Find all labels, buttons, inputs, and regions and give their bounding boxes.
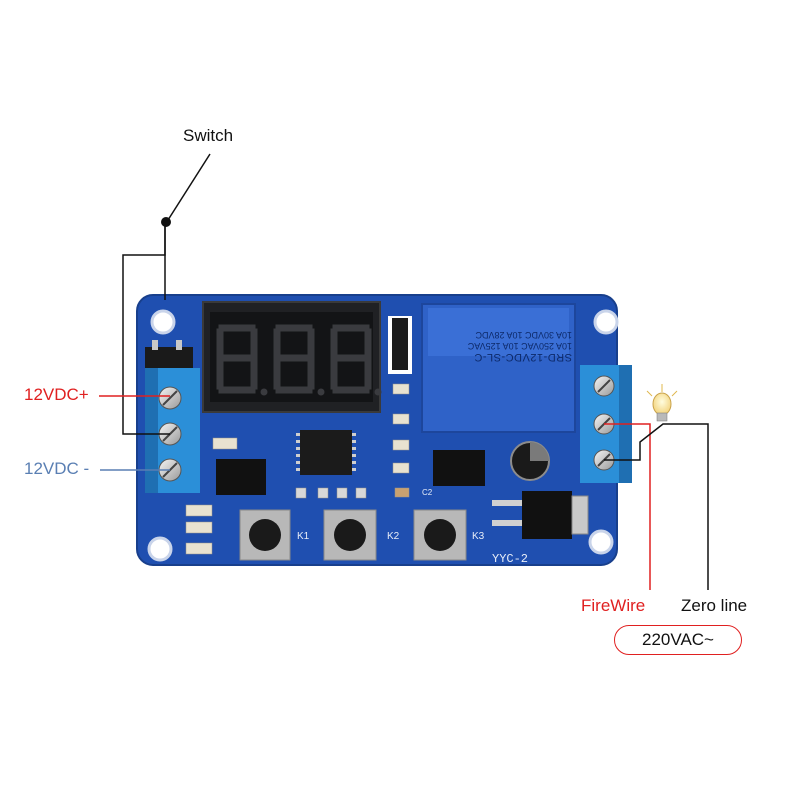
mounting-holes <box>147 309 619 562</box>
seven-segment-display <box>202 301 382 413</box>
relay-rating-2: 10A 30VDC 10A 28VDC <box>475 330 572 340</box>
capacitor <box>510 441 550 481</box>
vplus-label: 12VDC+ <box>24 385 89 404</box>
zero-line-wire <box>604 423 709 590</box>
relay-rating-1: 10A 250VAC 10A 125VAC <box>467 341 572 351</box>
relay-print: SRD-12VDC-SL-C 10A 250VAC 10A 125VAC 10A… <box>432 329 572 363</box>
board-model-label: YYC-2 <box>492 552 529 566</box>
optocouplers <box>216 450 485 495</box>
light-bulb-icon <box>646 384 678 422</box>
switch-label: Switch <box>183 126 234 145</box>
zero-line-label: Zero line <box>681 596 748 615</box>
smd-components <box>185 383 410 555</box>
button-k2-label: K2 <box>387 531 400 542</box>
switch-wiring <box>122 153 211 435</box>
switch-node <box>161 217 171 227</box>
push-buttons <box>239 509 467 561</box>
relay <box>421 303 576 433</box>
input-jumper <box>145 340 193 369</box>
mode-jumper <box>388 316 412 374</box>
voltage-regulator <box>492 491 589 539</box>
ic-chip <box>296 430 356 475</box>
firewire-wire <box>604 423 651 590</box>
firewire-label: FireWire <box>581 596 646 615</box>
button-k3-label: K3 <box>472 531 485 542</box>
button-k1-label: K1 <box>297 531 310 542</box>
left-terminal-block <box>145 368 200 493</box>
relay-model: SRD-12VDC-SL-C <box>473 351 572 363</box>
vminus-label: 12VDC - <box>24 459 90 478</box>
vac-badge: 220VAC~ <box>614 625 742 655</box>
capacitor-c2-label: C2 <box>422 488 433 497</box>
